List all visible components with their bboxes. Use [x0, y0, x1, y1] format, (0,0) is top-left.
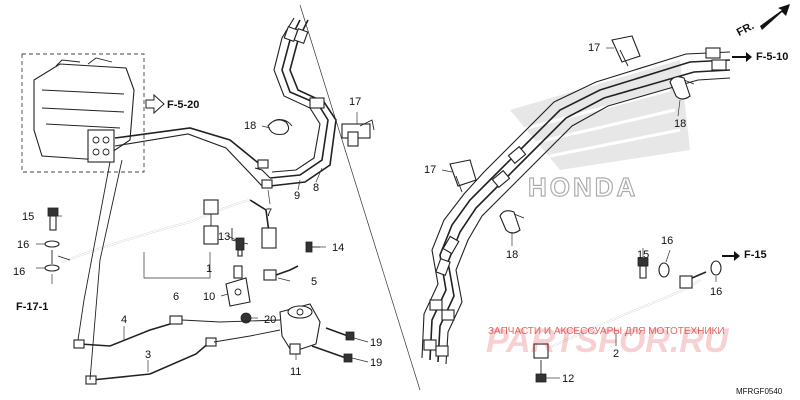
- callout-16-left-lower: 16: [13, 266, 25, 278]
- callout-20: 20: [264, 314, 276, 326]
- callout-16-left-upper: 16: [17, 239, 29, 251]
- callout-12: 12: [562, 373, 574, 385]
- clip-17-center: [341, 119, 375, 147]
- callout-15-right: 15: [637, 249, 649, 261]
- bolt-19-lower: [311, 345, 353, 363]
- bolt-12: [535, 360, 547, 383]
- callout-17-center: 17: [349, 96, 361, 108]
- ref-f171: F-17-1: [16, 301, 48, 313]
- pcv-valve-11: [279, 303, 321, 355]
- fr-label: FR.: [735, 20, 756, 39]
- bracket-10: [225, 265, 251, 307]
- ref-f520: F-5-20: [167, 99, 199, 111]
- fitting-5: [263, 265, 299, 281]
- callout-18-right-mid: 18: [506, 249, 518, 261]
- clip-17-mid-right: [449, 159, 477, 193]
- callout-18-right-top: 18: [674, 118, 686, 130]
- brake-pipe-8-9: [254, 17, 337, 187]
- bolt-15-left: [47, 207, 59, 231]
- abs-modulator: [21, 53, 145, 173]
- bolt-15-right: [637, 257, 649, 279]
- bolt-13: [235, 237, 245, 257]
- callout-16-right-lower: 16: [710, 286, 722, 298]
- callout-18-left: 18: [244, 120, 256, 132]
- brake-hose-1: [61, 199, 277, 263]
- brake-hose-2: [533, 271, 707, 359]
- brake-pipe-4: [73, 315, 183, 349]
- clip-17-top-right: [611, 35, 641, 67]
- callout-19-upper: 19: [370, 337, 382, 349]
- fr-direction-arrow: [760, 4, 790, 30]
- clamp-18-right-top: [669, 76, 695, 100]
- callout-7: 7: [266, 207, 272, 219]
- ref-arrow-f15: [722, 251, 740, 261]
- callout-2: 2: [613, 348, 619, 360]
- callout-4: 4: [121, 314, 127, 326]
- pipe-link-left: [77, 161, 111, 341]
- bolt-19-upper: [325, 327, 355, 341]
- callout-8: 8: [313, 182, 319, 194]
- callout-6: 6: [173, 291, 179, 303]
- honda-brand-text: HONDA: [528, 172, 638, 202]
- ref-arrow-f510: [732, 52, 752, 62]
- callout-17-top-right: 17: [588, 42, 600, 54]
- callout-10: 10: [203, 291, 215, 303]
- callout-5: 5: [311, 276, 317, 288]
- clamp-18-right-mid: [499, 210, 525, 234]
- ref-arrow-f520: [145, 93, 165, 115]
- clamp-18-left: [267, 119, 293, 136]
- diagram-code: MFRGF0540: [736, 387, 783, 396]
- ref-f510: F-5-10: [756, 51, 788, 63]
- callout-17-mid-right: 17: [424, 164, 436, 176]
- callout-19-lower: 19: [370, 357, 382, 369]
- washer-16-lower: [44, 264, 60, 272]
- ref-f15: F-15: [744, 249, 767, 261]
- callout-11: 11: [290, 366, 301, 378]
- divider-line: [299, 4, 421, 391]
- callout-14: 14: [332, 242, 344, 254]
- callout-9: 9: [294, 190, 300, 202]
- honda-wing-logo: [510, 60, 690, 170]
- callout-16-right-upper: 16: [661, 235, 673, 247]
- bolt-14: [305, 241, 320, 253]
- callout-13: 13: [218, 231, 230, 243]
- callout-15-left: 15: [22, 211, 34, 223]
- leader-lines: [36, 47, 717, 379]
- watermark-site: PARTSFOR.RU: [486, 322, 730, 360]
- callout-1: 1: [206, 263, 212, 275]
- watermark-caption: ЗАПЧАСТИ И АКСЕССУАРЫ ДЛЯ МОТОТЕХНИКИ: [488, 326, 725, 337]
- pipe-joint-7: [261, 179, 273, 189]
- bracket-lines-6: [143, 252, 211, 279]
- washer-16-right-b: [710, 260, 722, 276]
- washer-16-upper: [44, 240, 60, 248]
- callout-3: 3: [145, 349, 151, 361]
- brake-pipe-right-assembly: [421, 47, 731, 365]
- washer-16-right-a: [658, 262, 670, 278]
